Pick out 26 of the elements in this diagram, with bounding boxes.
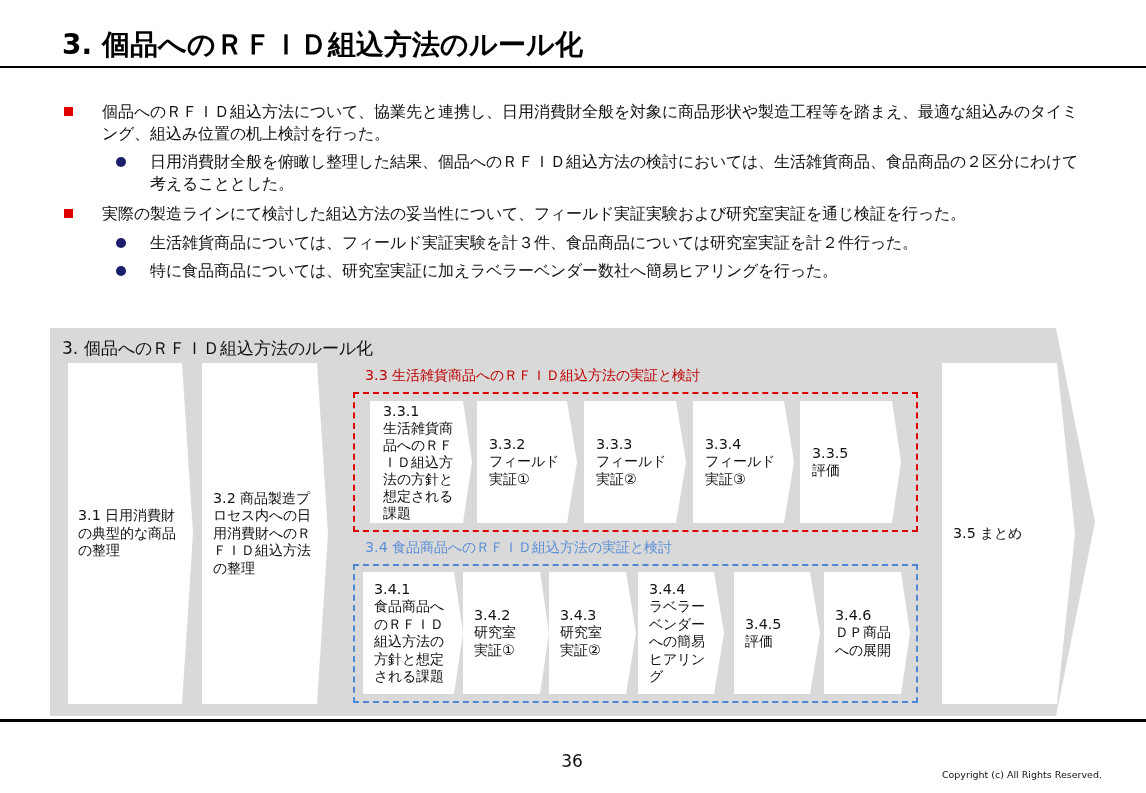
bullet-text: 個品へのＲＦＩＤ組込方法について、協業先と連携し、日用消費財全般を対象に商品形状や製造工程等を踏まえ、最適な組込みのタイミング、組込み位置の机上検討を行った。 bbox=[102, 102, 1079, 145]
chevron-step: 3.3.3 フィールド実証② bbox=[584, 401, 686, 523]
bullet-text: 日用消費財全般を俯瞰し整理した結果、個品へのＲＦＩＤ組込方法の検討においては、生活雑貨商品、食品商品の２区分にわけて考えることとした。 bbox=[150, 152, 1079, 195]
chevron-step: 3.4.5 評価 bbox=[734, 572, 820, 694]
chevron-band bbox=[50, 328, 1095, 716]
chevron-step: 3.5 まとめ bbox=[942, 363, 1075, 704]
chevron-step: 3.4.4 ラベラーベンダーへの簡易ヒアリング bbox=[638, 572, 724, 694]
copyright-notice: Copyright (c) All Rights Reserved. bbox=[941, 769, 1102, 780]
chevron-step: 3.3.1 生活雑貨商品へのＲＦＩＤ組込方法の方針と想定される課題 bbox=[370, 401, 472, 523]
bullet-text: 特に食品商品については、研究室実証に加えラベラーベンダー数社へ簡易ヒアリングを行った。 bbox=[150, 261, 838, 282]
chevron-step: 3.3.5 評価 bbox=[800, 401, 901, 523]
chevron-step: 3.3.2 フィールド実証① bbox=[477, 401, 577, 523]
group-heading: 3.3 生活雑貨商品へのＲＦＩＤ組込方法の実証と検討 bbox=[365, 366, 701, 385]
chevron-step: 3.3.4 フィールド実証③ bbox=[693, 401, 794, 523]
bullet-text: 生活雑貨商品については、フィールド実証実験を計３件、食品商品については研究室実証を計２件行った。 bbox=[150, 233, 918, 254]
chevron-step: 3.2 商品製造プロセス内への日用消費財へのＲＦＩＤ組込方法の整理 bbox=[202, 363, 328, 704]
chevron-step: 3.4.3 研究室実証② bbox=[549, 572, 636, 694]
band-heading: 3. 個品へのＲＦＩＤ組込方法のルール化 bbox=[62, 337, 373, 360]
group-heading: 3.4 食品商品へのＲＦＩＤ組込方法の実証と検討 bbox=[365, 538, 673, 557]
page-number: 36 bbox=[561, 751, 583, 771]
chevron-step: 3.1 日用消費財の典型的な商品の整理 bbox=[68, 363, 193, 704]
page-title: 3. 個品へのＲＦＩＤ組込方法のルール化 bbox=[62, 27, 583, 63]
bullet-text: 実際の製造ラインにて検討した組込方法の妥当性について、フィールド実証実験および研究室実証を通じ検証を行った。 bbox=[102, 204, 966, 225]
chevron-step: 3.4.2 研究室実証① bbox=[463, 572, 549, 694]
chevron-step: 3.4.6 ＤＰ商品への展開 bbox=[824, 572, 910, 694]
chevron-step: 3.4.1 食品商品へのＲＦＩＤ組込方法の方針と想定される課題 bbox=[363, 572, 463, 694]
